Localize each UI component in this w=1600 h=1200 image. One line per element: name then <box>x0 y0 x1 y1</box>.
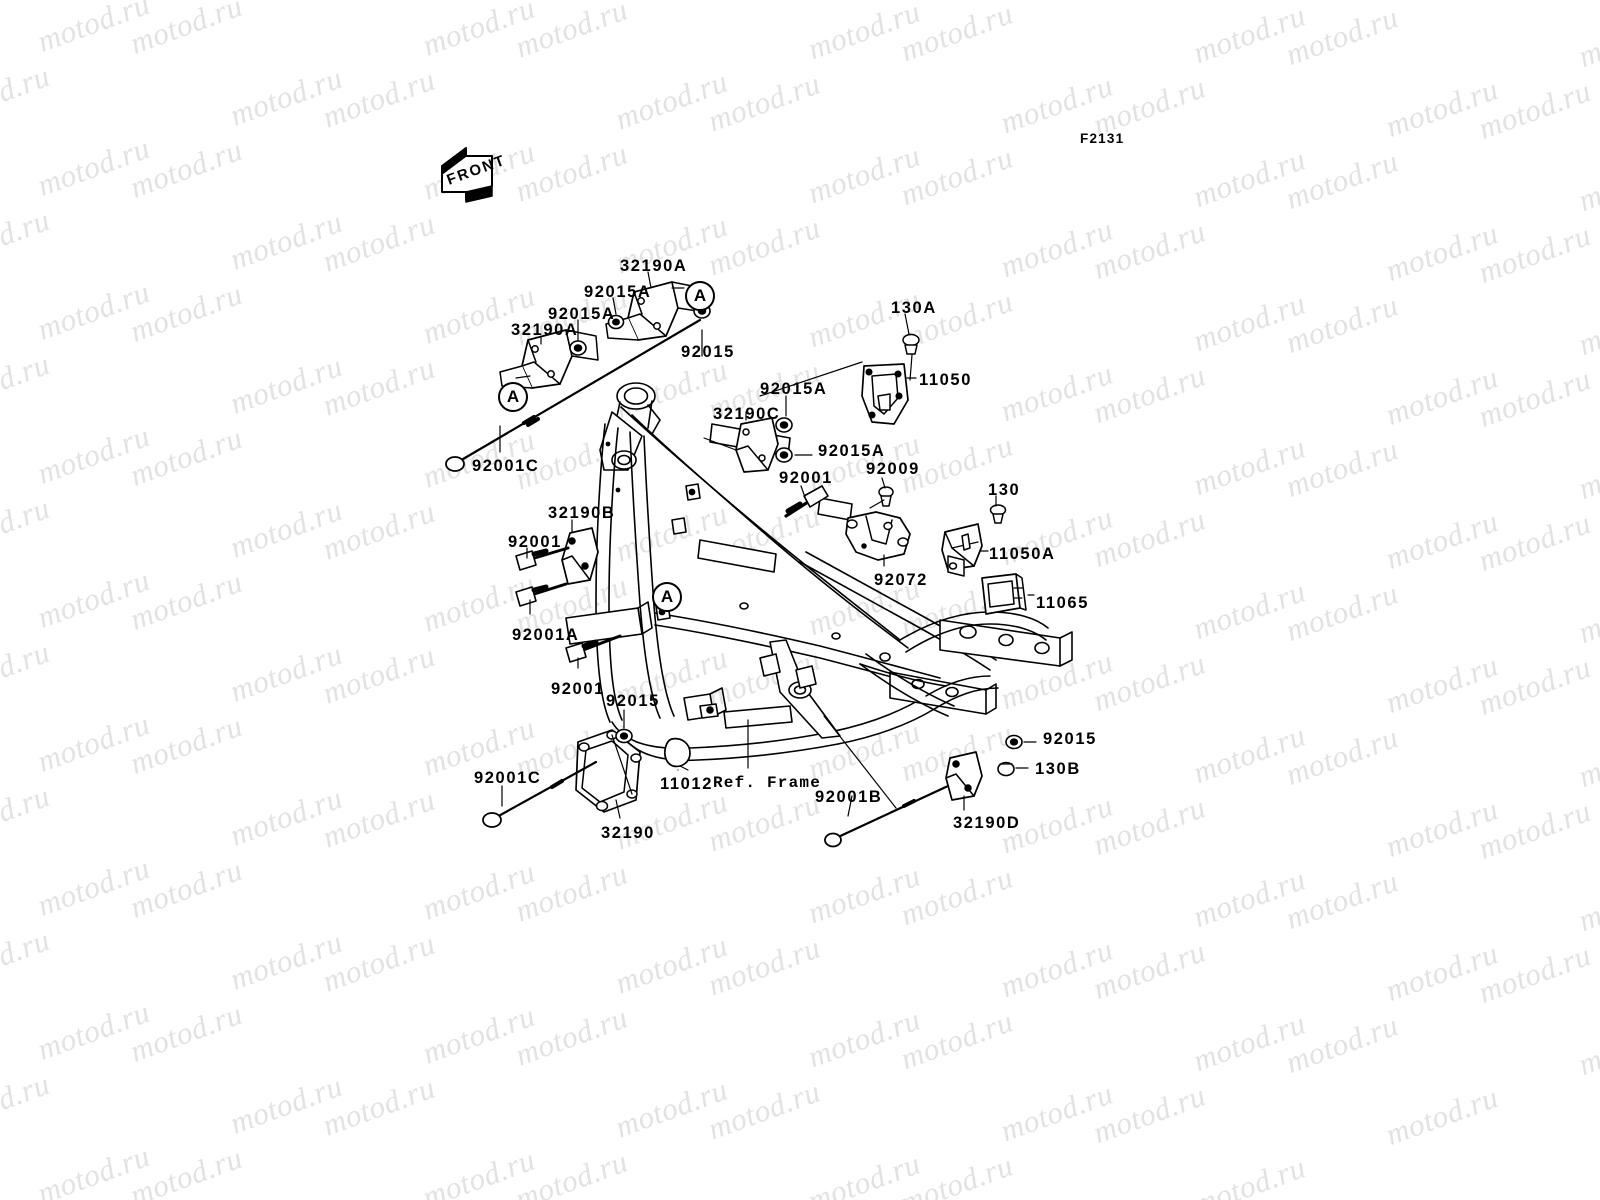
label-92015a-second: 92015A <box>548 305 616 323</box>
front-arrow-icon: FRONT <box>441 147 508 203</box>
callout-a-frame: A <box>652 582 682 612</box>
label-130b: 130B <box>1035 760 1081 778</box>
part-130-bolt <box>989 504 1007 524</box>
label-32190a-upper: 32190A <box>620 257 688 275</box>
label-ref-frame: Ref. Frame <box>713 774 822 792</box>
label-92015a-mid: 92015A <box>818 442 886 460</box>
part-92001b-bolt <box>824 784 950 848</box>
part-32190b-bracket <box>561 527 599 585</box>
part-92001-right-bolt <box>784 485 829 518</box>
label-92015-top: 92015 <box>681 343 735 361</box>
part-92015a-mid-nut <box>775 447 793 463</box>
part-32190d-bracket <box>945 751 983 801</box>
label-32190c: 32190C <box>713 405 781 423</box>
part-11050a-bracket <box>941 523 983 577</box>
part-92015a-upper-nut <box>607 314 625 330</box>
label-92001-left: 92001 <box>508 533 562 551</box>
label-130a: 130A <box>891 299 937 317</box>
part-32190c-bracket <box>703 417 779 473</box>
part-92072-clamp <box>845 511 911 561</box>
part-32190-link <box>575 729 642 813</box>
frame-assembly <box>565 382 1073 762</box>
part-92001c-lower-bolt <box>482 760 598 828</box>
label-92015-br: 92015 <box>1043 730 1097 748</box>
part-92009-bolt <box>878 486 894 507</box>
callout-a-upper-left: A <box>498 382 528 412</box>
label-92001a: 92001A <box>512 626 580 644</box>
label-92015a-upper: 92015A <box>584 283 652 301</box>
label-11050: 11050 <box>919 371 972 389</box>
label-32190d: 32190D <box>953 814 1021 832</box>
label-92015-lower: 92015 <box>606 692 660 710</box>
label-92015a-right: 92015A <box>760 380 828 398</box>
label-92001-right: 92001 <box>779 469 833 487</box>
label-92001b: 92001B <box>815 788 883 806</box>
label-32190a-lower: 32190A <box>511 321 579 339</box>
diagram-id: F2131 <box>1080 131 1125 146</box>
callout-a-upper-right: A <box>685 281 715 311</box>
part-92001-lower-bolt <box>565 634 622 663</box>
part-32190a-lower-bracket <box>499 329 599 389</box>
label-130: 130 <box>988 481 1021 499</box>
label-92001c-lower: 92001C <box>474 769 542 787</box>
label-92009: 92009 <box>866 460 920 478</box>
part-92001c-upper-bolt <box>445 318 702 472</box>
part-11050-bracket <box>861 363 909 425</box>
part-11065-cap <box>981 573 1027 615</box>
label-92001-lower: 92001 <box>551 680 605 698</box>
label-11065: 11065 <box>1036 594 1089 612</box>
label-11012: 11012 <box>660 775 713 793</box>
label-32190b: 32190B <box>548 504 616 522</box>
part-92015-br-nut <box>1005 734 1023 750</box>
label-92001c-upper: 92001C <box>472 457 540 475</box>
part-92015a-right-nut <box>775 417 793 433</box>
label-92072: 92072 <box>874 571 928 589</box>
part-130b-bolt <box>997 761 1015 777</box>
part-11012-cap <box>663 737 691 768</box>
part-92015a-lower-nut <box>569 340 587 356</box>
label-11050a: 11050A <box>989 545 1056 563</box>
part-130a-bolt <box>902 333 920 355</box>
part-92015-lower-nut <box>615 728 633 744</box>
label-32190: 32190 <box>601 824 655 842</box>
part-92001a-bolt <box>515 582 568 607</box>
